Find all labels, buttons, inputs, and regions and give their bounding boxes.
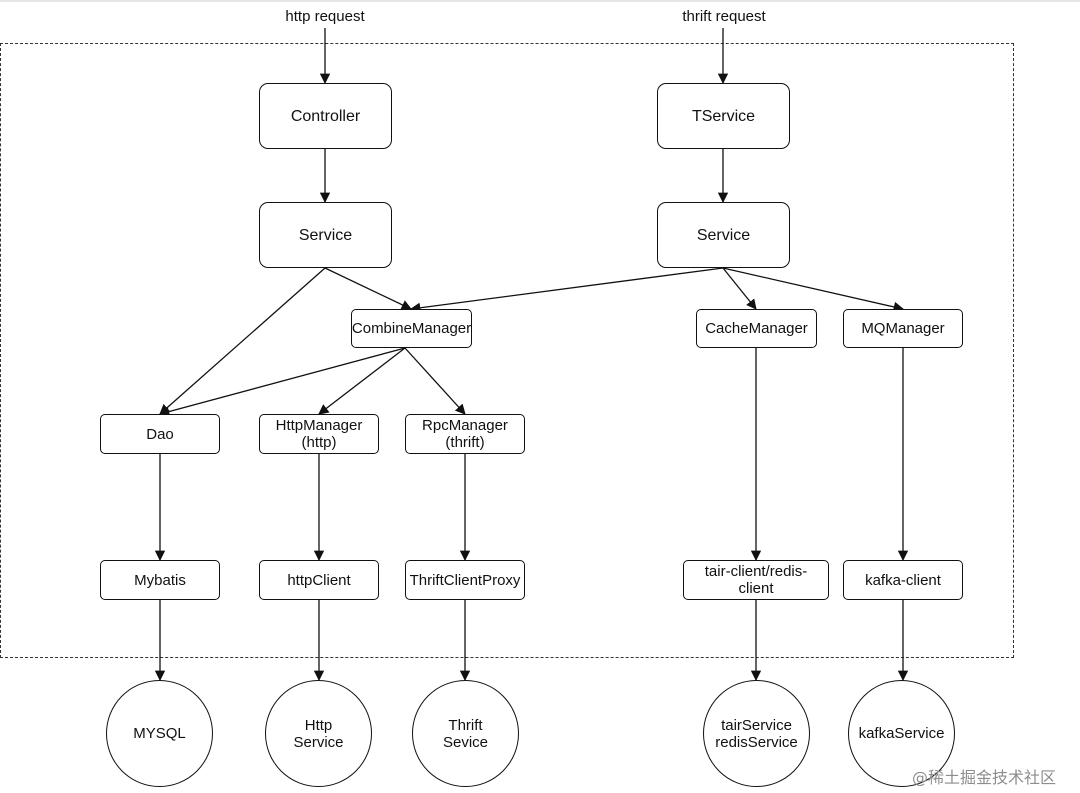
thrift-request-label: thrift request <box>682 8 766 25</box>
arrow-service-right-to-cache-manager <box>722 267 757 310</box>
thrift-client-proxy-node: ThriftClientProxy <box>405 560 525 600</box>
arrow-service-left-to-dao <box>159 267 326 415</box>
arrow-combine-manager-to-rpc-manager <box>404 347 466 415</box>
http-service-node: Http Service <box>265 680 372 787</box>
tair-redis-client-node: tair-client/redis- client <box>683 560 829 600</box>
application-boundary <box>0 43 1014 658</box>
service-left-node: Service <box>259 202 392 268</box>
cache-manager-node: CacheManager <box>696 309 817 348</box>
arrow-service-right-to-combine-manager <box>409 267 724 313</box>
http-manager-node: HttpManager (http) <box>259 414 379 454</box>
arrow-service-left-to-combine-manager <box>324 267 412 310</box>
http-client-node: httpClient <box>259 560 379 600</box>
combine-manager-node: CombineManager <box>351 309 472 348</box>
watermark: @稀土掘金技术社区 <box>912 768 1057 787</box>
thrift-service-node: Thrift Sevice <box>412 680 519 787</box>
top-border <box>0 0 1080 2</box>
kafka-service-node: kafkaService <box>848 680 955 787</box>
mybatis-node: Mybatis <box>100 560 220 600</box>
kafka-client-node: kafka-client <box>843 560 963 600</box>
controller-node: Controller <box>259 83 392 149</box>
service-right-node: Service <box>657 202 790 268</box>
arrow-combine-manager-to-http-manager <box>318 347 406 415</box>
dao-node: Dao <box>100 414 220 454</box>
tservice-node: TService <box>657 83 790 149</box>
tair-redis-service-node: tairService redisService <box>703 680 810 787</box>
http-request-label: http request <box>285 8 365 25</box>
arrow-combine-manager-to-dao <box>158 347 406 417</box>
arrow-service-right-to-mq-manager <box>722 267 905 312</box>
rpc-manager-node: RpcManager (thrift) <box>405 414 525 454</box>
mysql-service-node: MYSQL <box>106 680 213 787</box>
mq-manager-node: MQManager <box>843 309 963 348</box>
